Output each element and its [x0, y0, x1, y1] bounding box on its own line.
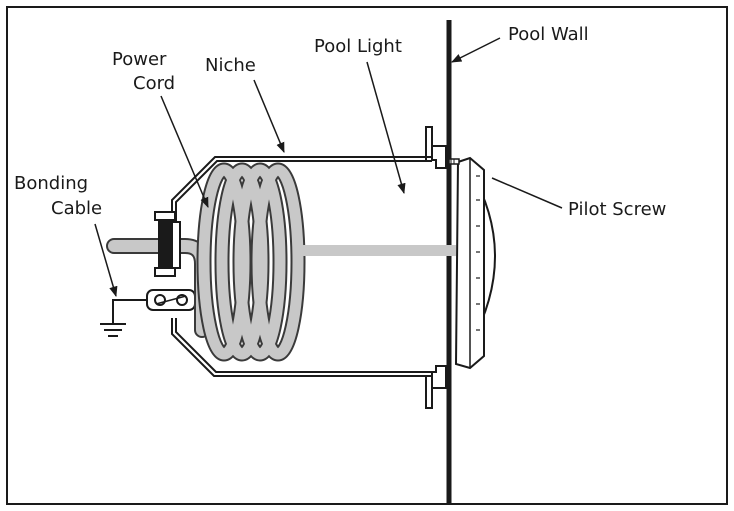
- label-niche: Niche: [205, 55, 256, 76]
- pool-light-housing: [454, 156, 485, 370]
- cord-connector: [154, 211, 181, 277]
- leader-power-cord: [160, 95, 209, 208]
- flange-bracket-top: [431, 145, 447, 169]
- label-pool-light: Pool Light: [314, 36, 402, 57]
- label-power-cord-line2: Cord: [133, 73, 175, 94]
- leader-pool-light: [366, 61, 406, 195]
- label-bonding-cable-line1: Bonding: [14, 173, 88, 194]
- pilot-screw: [448, 158, 460, 165]
- power-cord-to-light: [296, 245, 456, 256]
- ground-symbol-icon: [100, 299, 147, 337]
- leader-bonding-cable: [94, 223, 118, 298]
- leader-pool-wall: [451, 37, 501, 63]
- label-bonding-cable-line2: Cable: [51, 198, 102, 219]
- leader-pilot-screw: [491, 177, 563, 209]
- cord-coil: [196, 162, 306, 362]
- frame-border: [6, 6, 728, 505]
- label-pool-wall: Pool Wall: [508, 24, 589, 45]
- label-power-cord-line1: Power: [112, 49, 167, 70]
- flange-bracket-bottom: [431, 365, 447, 389]
- label-pilot-screw: Pilot Screw: [568, 199, 666, 220]
- bonding-lug: [146, 289, 196, 311]
- leader-niche: [253, 79, 285, 153]
